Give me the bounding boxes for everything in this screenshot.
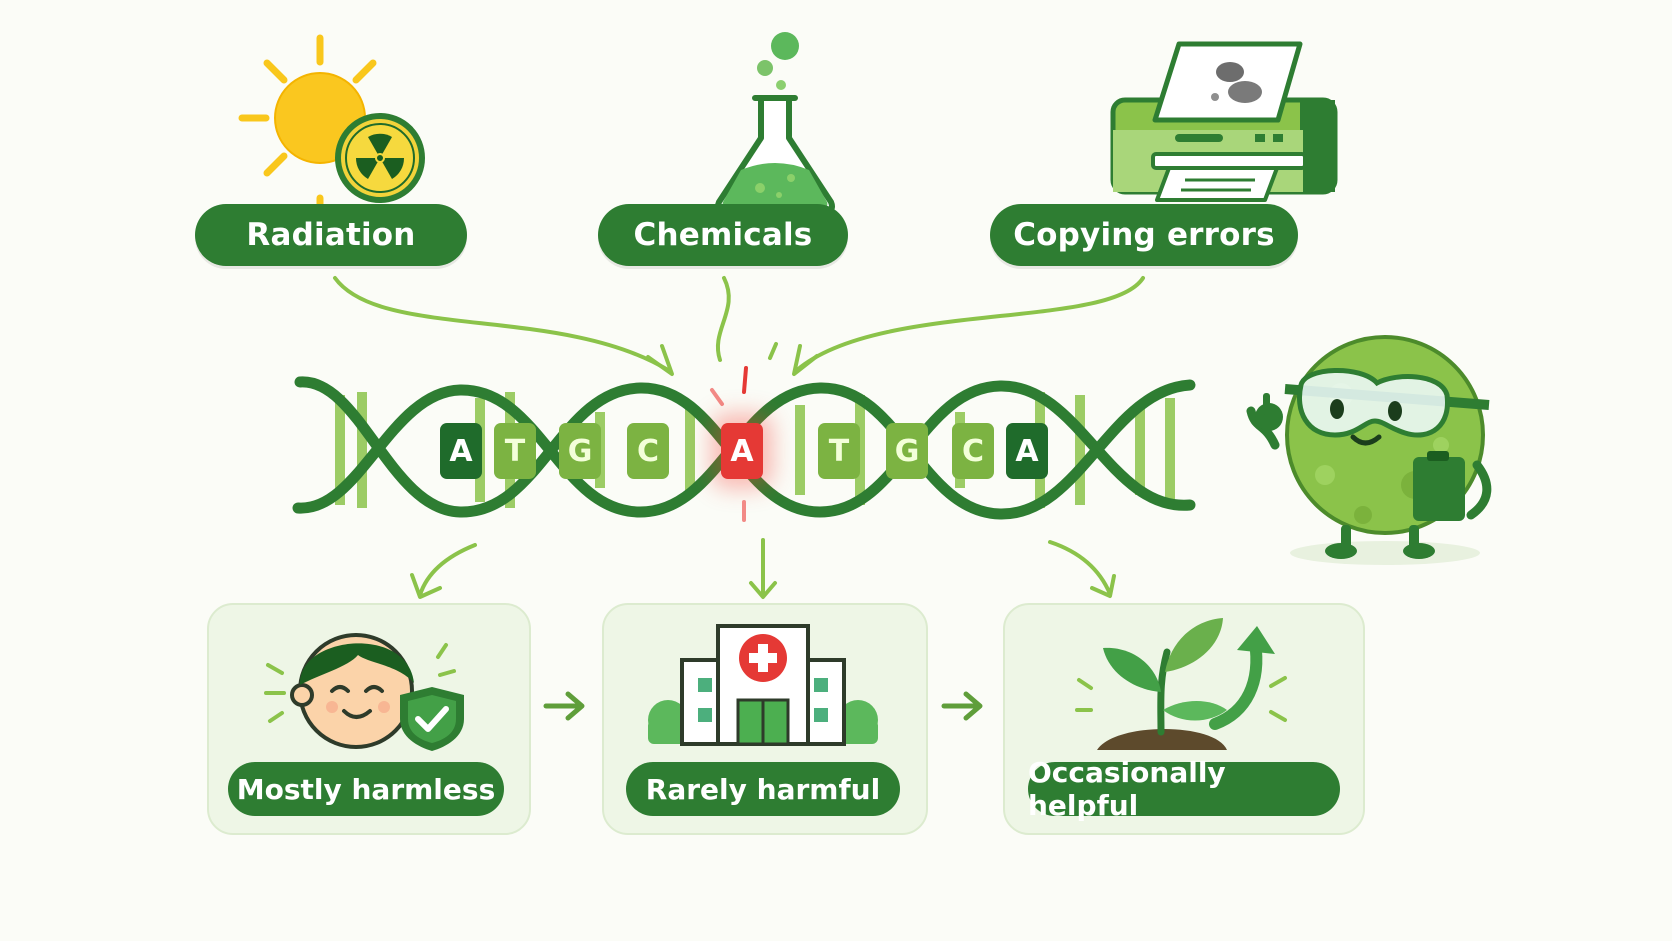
sun-radiation-icon [238,34,425,224]
dna-base: C [952,423,994,479]
dna-base: A [440,423,482,479]
dna-base: G [886,423,928,479]
flask-icon [715,32,835,215]
cause-radiation-label: Radiation [195,204,467,266]
dna-base: G [559,423,601,479]
hospital-icon [648,624,878,746]
printer-icon [1110,41,1338,202]
cause-chemicals-label: Chemicals [598,204,848,266]
outcome-helpful-label: Occasionally helpful [1028,756,1340,822]
cell-mascot-icon [1246,335,1492,565]
dna-base: A [1006,423,1048,479]
smiling-person-shield-icon [264,633,464,751]
dna-base: C [627,423,669,479]
outcome-harmless-label: Mostly harmless [228,762,504,816]
arrow-radiation-to-dna [333,276,670,372]
arrow-chemicals-to-dna [715,276,731,362]
arrow-copying-to-dna [795,276,1145,372]
dna-base: T [494,423,536,479]
dna-base-mutated: A [721,423,763,479]
sprouting-plant-icon [1075,618,1287,750]
outcome-harmful-label: Rarely harmful [626,762,900,816]
cause-copying-errors-label: Copying errors [990,204,1298,266]
dna-base: T [818,423,860,479]
